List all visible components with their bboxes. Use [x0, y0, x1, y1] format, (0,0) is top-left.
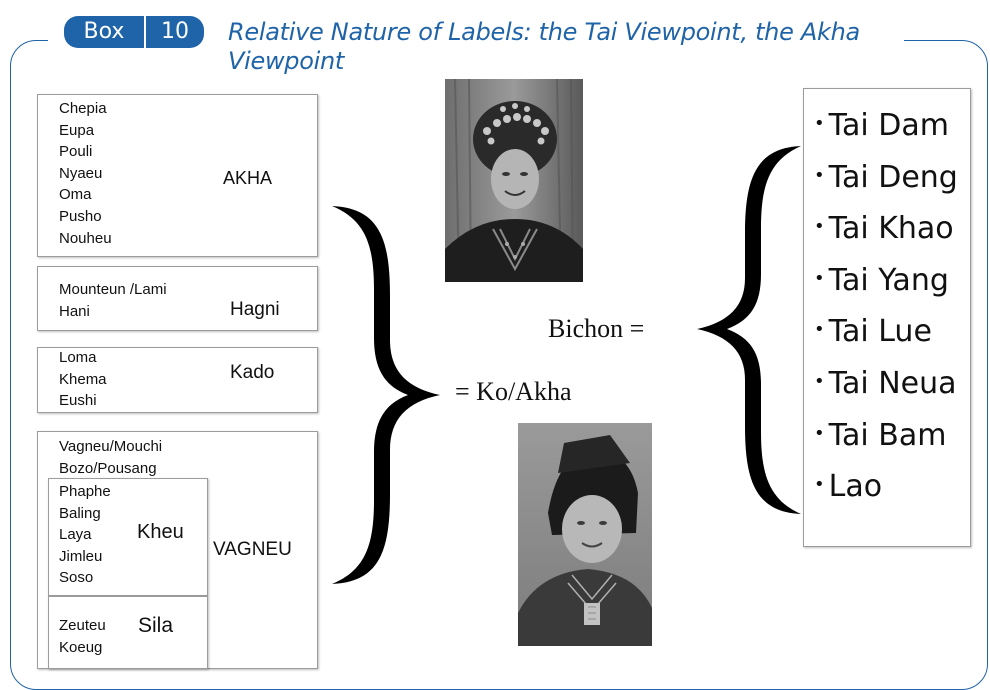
box-number-tag: 10 — [146, 16, 204, 48]
list-item: Mounteun /Lami — [59, 281, 167, 298]
list-item: Zeuteu — [59, 617, 106, 634]
hagni-panel — [37, 266, 318, 331]
akha-woman-photo — [445, 79, 583, 282]
vagneu-subgroup-list: Vagneu/Mouchi Bozo/Pousang — [59, 436, 162, 479]
hagni-group-label: Hagni — [230, 299, 280, 320]
list-item: Nouheu — [59, 229, 112, 247]
list-item: Koeug — [59, 638, 103, 656]
list-item: Jimleu — [59, 547, 103, 565]
akha-subgroup-list: Chepia Eupa Pouli Nyaeu Oma Pusho Nouheu — [59, 98, 112, 249]
left-curly-brace — [697, 146, 801, 514]
list-item: Pouli — [59, 143, 93, 161]
tai-groups-list: •Tai Dam •Tai Deng •Tai Khao •Tai Yang •… — [814, 104, 958, 517]
list-item: Pusho — [59, 207, 102, 225]
hagni-subgroup-list: Mounteun /Lami Hani — [59, 279, 167, 322]
elderly-woman-photo — [518, 423, 652, 646]
list-item: Loma — [59, 349, 97, 366]
kheu-subgroup-list: Phaphe Baling Laya Jimleu Soso — [59, 481, 111, 589]
list-item: •Lao — [814, 469, 883, 505]
tai-groups-panel — [803, 88, 971, 547]
box-label-tag: Box — [64, 16, 144, 48]
list-item: Nyaeu — [59, 164, 103, 182]
list-item: Eushi — [59, 392, 97, 410]
list-item: Baling — [59, 504, 101, 522]
list-item: Chepia — [59, 100, 107, 117]
akha-group-label: AKHA — [223, 168, 273, 188]
list-item: •Tai Khao — [814, 211, 954, 247]
right-curly-brace — [332, 206, 440, 584]
list-item: Eupa — [59, 121, 95, 139]
list-item: Bozo/Pousang — [59, 459, 157, 477]
list-item: •Tai Dam — [814, 108, 949, 143]
akha-panel — [37, 94, 318, 257]
list-item: Soso — [59, 569, 94, 587]
list-item: •Tai Neua — [814, 365, 957, 401]
kado-subgroup-list: Loma Khema Eushi — [59, 347, 107, 412]
bichon-equivalence: Bichon = — [548, 314, 645, 343]
list-item: •Tai Lue — [814, 314, 932, 350]
kado-group-label: Kado — [230, 362, 275, 383]
list-item: Oma — [59, 186, 92, 204]
kheu-panel — [48, 478, 208, 596]
list-item: Khema — [59, 370, 107, 388]
list-item: Laya — [59, 526, 92, 544]
kado-panel — [37, 347, 318, 413]
kheu-group-label: Kheu — [137, 521, 184, 543]
sila-group-label: Sila — [138, 614, 174, 637]
list-item: •Tai Deng — [814, 159, 958, 195]
list-item: Phaphe — [59, 483, 111, 500]
frame-title-gap — [48, 30, 904, 50]
ko-akha-equivalence: = Ko/Akha — [455, 377, 572, 406]
list-item: Vagneu/Mouchi — [59, 438, 163, 455]
vagneu-group-label: VAGNEU — [213, 539, 292, 560]
list-item: Hani — [59, 302, 90, 320]
list-item: •Tai Bam — [814, 417, 947, 453]
sila-panel — [48, 596, 208, 669]
sila-subgroup-list: Zeuteu Koeug — [59, 615, 106, 658]
box-title: Relative Nature of Labels: the Tai Viewp… — [228, 18, 860, 75]
list-item: •Tai Yang — [814, 262, 949, 298]
